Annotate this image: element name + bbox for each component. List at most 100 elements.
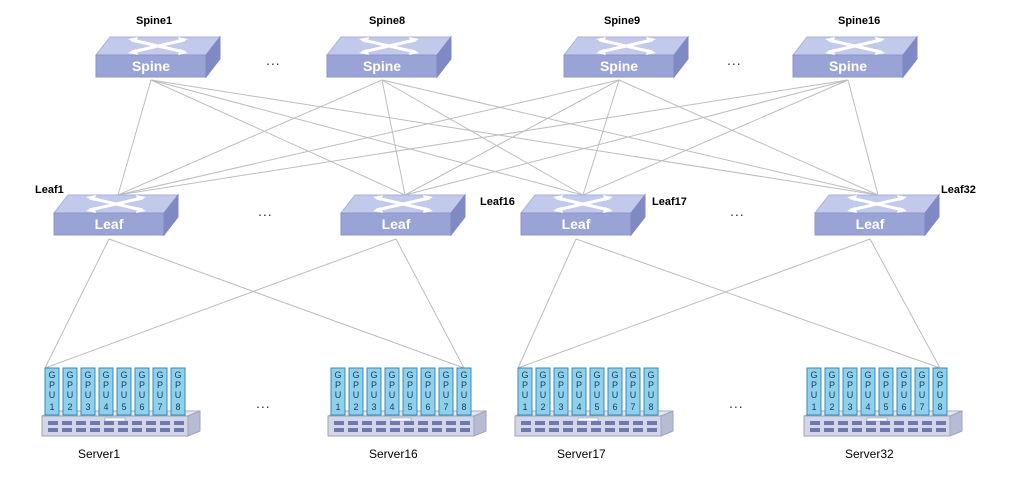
drive-bay bbox=[174, 421, 184, 425]
arrow-head-3 bbox=[409, 37, 419, 43]
gpu-letter: G bbox=[48, 370, 55, 380]
spine-ellipsis-left: ... bbox=[266, 52, 281, 68]
gpu-letter: P bbox=[865, 380, 871, 390]
drive-bay bbox=[48, 421, 58, 425]
leaf-switch-4: Leaf bbox=[813, 193, 941, 237]
drive-bay bbox=[146, 421, 156, 425]
drive-bay bbox=[404, 421, 414, 425]
link-spine1-leaf4 bbox=[150, 79, 879, 196]
gpu-letter: G bbox=[174, 370, 181, 380]
gpu-letter: P bbox=[371, 380, 377, 390]
drive-bay bbox=[132, 428, 142, 432]
spine-switch-1: Spine bbox=[94, 35, 222, 79]
drive-bay bbox=[376, 428, 386, 432]
drive-bay bbox=[104, 428, 114, 432]
arrow-diag-2 bbox=[598, 38, 654, 54]
arrow-head-1 bbox=[178, 49, 188, 55]
spine-switch-4-side bbox=[902, 35, 918, 79]
server-status-led bbox=[104, 417, 126, 422]
gpu-card-body bbox=[625, 367, 641, 416]
gpu-letter: U bbox=[829, 390, 836, 400]
drive-bay bbox=[838, 428, 848, 432]
gpu-card-body bbox=[589, 367, 605, 416]
drive-bay bbox=[866, 428, 876, 432]
link-spine1-leaf2 bbox=[150, 79, 406, 196]
gpu-letter: U bbox=[883, 390, 890, 400]
link-spine3-leaf2 bbox=[404, 79, 620, 196]
gpu-letter: G bbox=[810, 370, 817, 380]
link-leaf1-server-1 bbox=[108, 238, 465, 369]
gpu-card-body bbox=[420, 367, 436, 416]
gpu-letter: G bbox=[138, 370, 145, 380]
gpu-number: 5 bbox=[883, 402, 888, 412]
gpu-letter: P bbox=[49, 380, 55, 390]
drive-bay bbox=[563, 428, 573, 432]
server-2-chassis-side bbox=[473, 410, 487, 437]
drive-bay bbox=[460, 428, 470, 432]
gpu-number: 4 bbox=[389, 402, 394, 412]
gpu-card-body bbox=[932, 367, 948, 416]
gpu-letter: P bbox=[461, 380, 467, 390]
drive-bay bbox=[132, 421, 142, 425]
drive-bay bbox=[577, 428, 587, 432]
arrow-head-1 bbox=[897, 207, 907, 213]
gpu-number: 8 bbox=[175, 402, 180, 412]
gpu-card-body bbox=[553, 367, 569, 416]
gpu-letter: P bbox=[67, 380, 73, 390]
link-leaf2-server-2 bbox=[44, 238, 397, 369]
server-ellipsis-right: ... bbox=[729, 395, 744, 411]
gpu-letter: U bbox=[157, 390, 164, 400]
drive-bay bbox=[160, 428, 170, 432]
gpu-number: 6 bbox=[901, 402, 906, 412]
gpu-card-body bbox=[824, 367, 840, 416]
arrow-head-2 bbox=[128, 49, 138, 55]
gpu-letter: U bbox=[85, 390, 92, 400]
drive-bay bbox=[894, 421, 904, 425]
spine-switch-4: Spine bbox=[791, 35, 919, 79]
gpu-number: 7 bbox=[919, 402, 924, 412]
drive-bay bbox=[880, 421, 890, 425]
gpu-letter: G bbox=[882, 370, 889, 380]
arrow-head-2 bbox=[847, 207, 857, 213]
gpu-letter: G bbox=[406, 370, 413, 380]
drive-bay bbox=[160, 421, 170, 425]
drive-bay bbox=[824, 428, 834, 432]
gpu-letter: P bbox=[175, 380, 181, 390]
server-name-16: Server16 bbox=[369, 447, 418, 461]
gpu-number: 8 bbox=[648, 402, 653, 412]
gpu-letter: U bbox=[353, 390, 360, 400]
gpu-number: 5 bbox=[407, 402, 412, 412]
arrow-diag-2 bbox=[849, 196, 905, 212]
spine-switch-3-label: Spine bbox=[600, 58, 638, 74]
drive-bay bbox=[852, 421, 862, 425]
link-spine2-leaf2 bbox=[381, 79, 406, 196]
drive-bay bbox=[922, 428, 932, 432]
leaf-name-16: Leaf16 bbox=[480, 196, 515, 208]
gpu-letter: G bbox=[629, 370, 636, 380]
leaf-switch-3-side bbox=[630, 193, 646, 237]
spine-switch-2-side bbox=[436, 35, 452, 79]
gpu-letter: P bbox=[335, 380, 341, 390]
server-status-led bbox=[577, 417, 599, 422]
server-3-chassis-side bbox=[660, 410, 674, 437]
drive-bay bbox=[334, 421, 344, 425]
links-layer bbox=[44, 79, 941, 369]
gpu-letter: P bbox=[407, 380, 413, 390]
drive-bay bbox=[118, 421, 128, 425]
gpu-number: 5 bbox=[121, 402, 126, 412]
gpu-letter: P bbox=[121, 380, 127, 390]
servers-layer: GPU1GPU2GPU3GPU4GPU5GPU6GPU7GPU8GPU1GPU2… bbox=[41, 367, 963, 437]
drive-bay bbox=[446, 421, 456, 425]
drive-bay bbox=[852, 428, 862, 432]
gpu-letter: U bbox=[937, 390, 944, 400]
leaf-switch-2-label: Leaf bbox=[382, 216, 411, 232]
